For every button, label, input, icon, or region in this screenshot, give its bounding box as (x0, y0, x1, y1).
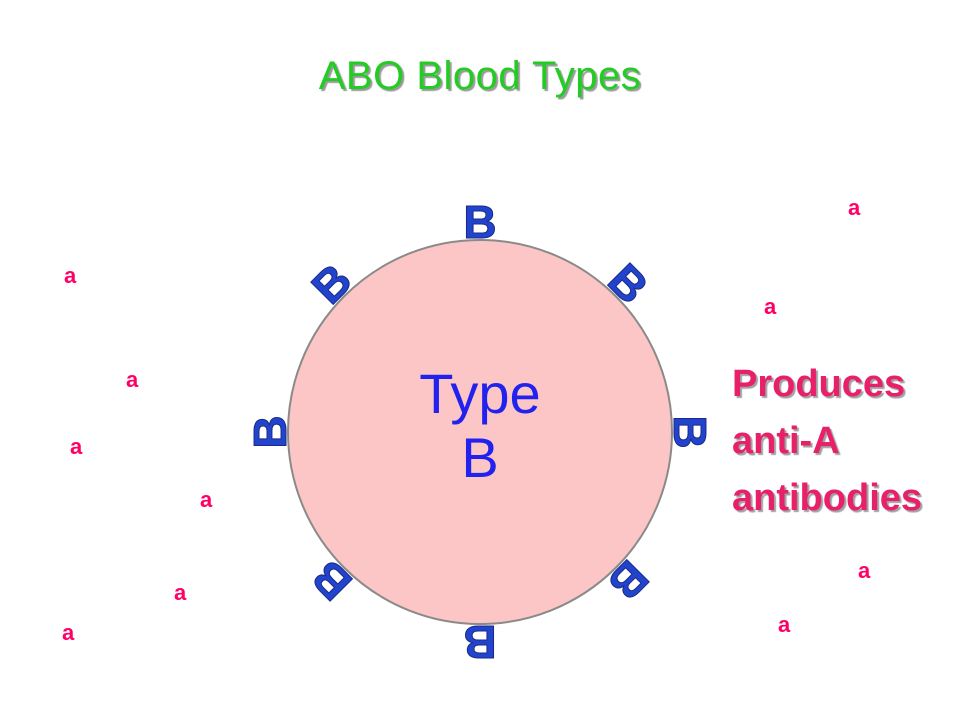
anti-a-antibody: a (174, 580, 187, 605)
anti-a-antibody: a (64, 263, 77, 288)
produces-line-1: Produces (732, 363, 906, 405)
produces-line-3: antibodies (732, 477, 923, 519)
cell-type-word: Type (419, 362, 541, 425)
anti-a-antibody: a (70, 434, 83, 459)
cell-type-label: Type B (330, 362, 630, 490)
b-antigen-marker: B (463, 616, 496, 668)
anti-a-antibody: a (778, 612, 791, 637)
anti-a-antibody: a (858, 558, 871, 583)
cell-type-letter: B (461, 426, 499, 489)
b-antigen-marker: B (463, 196, 496, 248)
produces-line-2: anti-A (732, 420, 840, 462)
anti-a-antibody: a (126, 367, 139, 392)
anti-a-antibody: a (764, 294, 777, 319)
b-antigen-marker: B (244, 415, 296, 448)
anti-a-antibody: a (200, 487, 213, 512)
b-antigen-marker: B (664, 415, 716, 448)
slide-title: ABO Blood Types (318, 54, 642, 98)
red-blood-cell (287, 239, 673, 625)
anti-a-antibody: a (848, 195, 861, 220)
produces-antibodies-text: Produces anti-A antibodies (732, 356, 922, 527)
anti-a-antibody: a (62, 620, 75, 645)
